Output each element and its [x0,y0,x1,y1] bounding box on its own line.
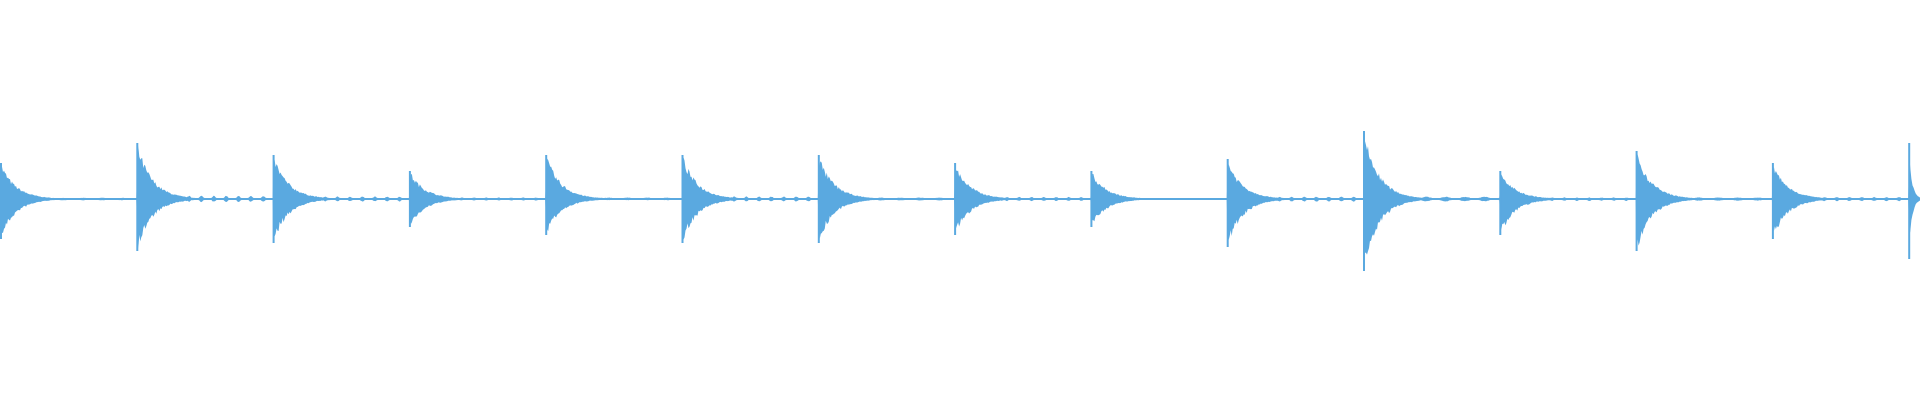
waveform-segment [0,166,137,233]
waveform-segment [954,170,1091,228]
waveform-segments [0,131,1920,271]
waveform-segment [1226,164,1363,240]
waveform-segment [1908,156,1920,236]
waveform-segment [1771,166,1909,232]
waveform-segment [817,161,955,239]
waveform-segment [136,145,273,249]
waveform-segment [1363,141,1500,255]
waveform-segment [681,157,818,240]
waveform-segment [1499,174,1636,230]
waveform-segment [272,159,409,237]
waveform-segment [1090,173,1227,222]
waveform-segment [545,158,682,232]
waveform-segment [408,174,546,224]
waveform-segment [1635,154,1772,246]
